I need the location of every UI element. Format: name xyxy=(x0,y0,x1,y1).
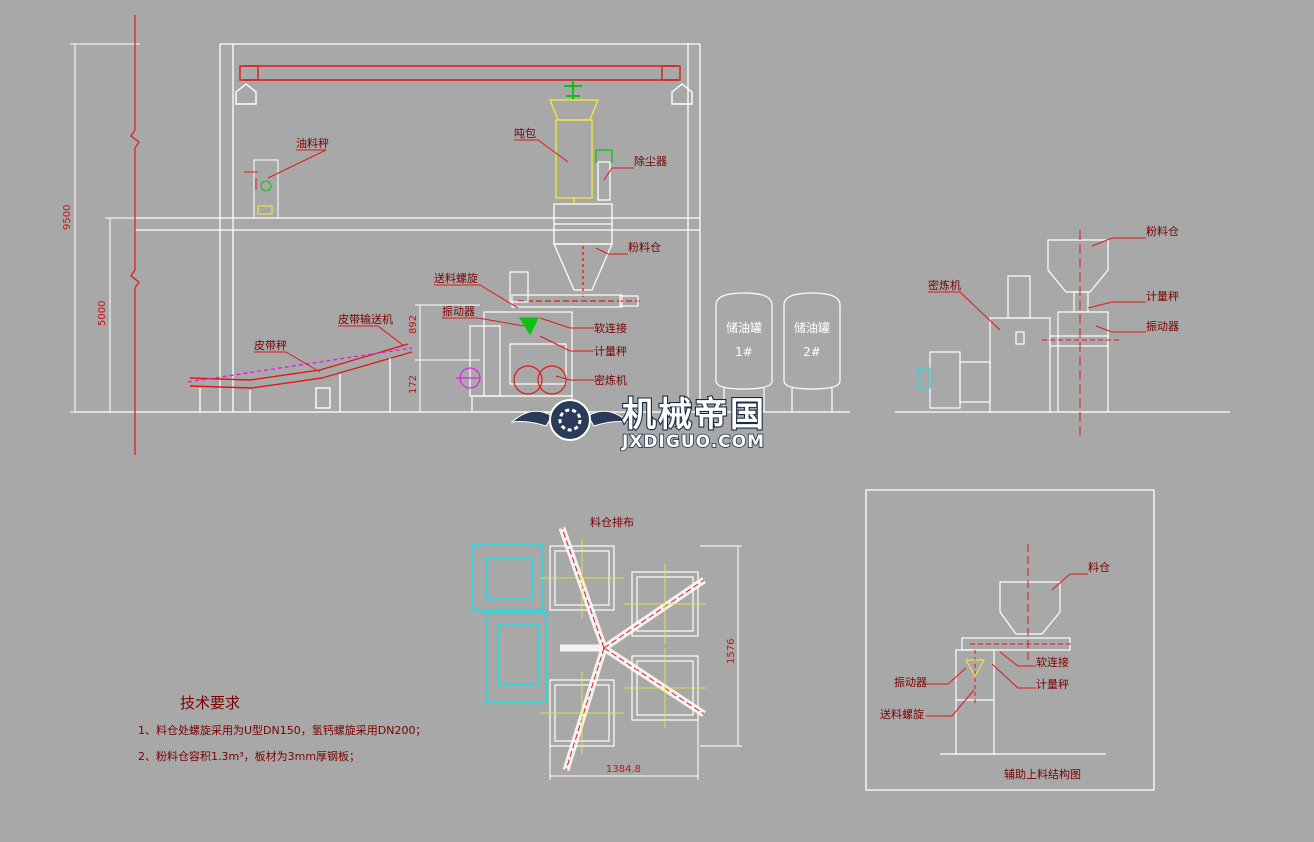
label-aux-soft-connection: 软连接 xyxy=(1036,655,1069,669)
dim-floor-height: 5000 xyxy=(97,301,108,326)
dust-collector xyxy=(595,149,613,201)
oil-tank-1-label: 储油罐 xyxy=(726,320,762,335)
building-frame xyxy=(75,43,850,413)
label-side-vibrator: 振动器 xyxy=(1146,319,1179,333)
overhead-crane xyxy=(235,65,693,105)
oil-tank-1 xyxy=(715,292,773,412)
dim-total-height: 9500 xyxy=(62,205,73,230)
watermark-title: 机械帝国 xyxy=(622,395,766,435)
leader-lines-aux xyxy=(926,573,1088,717)
label-vibrator: 振动器 xyxy=(442,304,475,318)
label-screw-feeder: 送料螺旋 xyxy=(434,271,478,285)
watermark: 机械帝国 JXDIGUO.COM xyxy=(510,394,766,453)
tech-title: 技术要求 xyxy=(180,694,240,712)
oil-tank-1-no: 1# xyxy=(735,345,753,359)
label-mixer: 密炼机 xyxy=(594,373,627,387)
label-dust-collector: 除尘器 xyxy=(634,154,667,168)
powder-bin xyxy=(553,203,613,300)
dim-layout-width: 1384.8 xyxy=(606,764,641,775)
label-powder-bin: 粉料仓 xyxy=(628,240,661,254)
label-belt-conveyor: 皮带输送机 xyxy=(338,312,393,326)
leader-lines-side xyxy=(928,237,1146,333)
screw-feeder-main xyxy=(509,271,640,308)
label-soft-connection: 软连接 xyxy=(594,321,627,335)
leader-lines-main xyxy=(254,139,634,381)
aux-feeding-view: 料仓 软连接 计量秤 振动器 送料螺旋 辅助上料结构图 xyxy=(865,489,1155,791)
dim-892: 892 xyxy=(408,315,419,334)
hoist-hook xyxy=(564,80,582,100)
bin-layout-view: 料仓排布 xyxy=(471,515,742,780)
label-aux-metering-scale: 计量秤 xyxy=(1036,678,1069,691)
label-oil-scale: 油料秤 xyxy=(296,136,329,150)
oil-tank-2-no: 2# xyxy=(803,345,821,359)
mixer-main xyxy=(456,311,573,413)
label-belt-scale: 皮带秤 xyxy=(254,339,287,352)
main-elevation-view: 9500 5000 xyxy=(62,15,850,455)
label-aux-bin: 料仓 xyxy=(1088,560,1110,574)
label-metering-scale: 计量秤 xyxy=(594,345,627,358)
label-ton-bag: 吨包 xyxy=(514,127,536,140)
oil-tank-2-label: 储油罐 xyxy=(794,320,830,335)
aux-frame xyxy=(865,489,1155,791)
tech-item-1: 1、料仓处螺旋采用为U型DN150，氢钙螺旋采用DN200； xyxy=(138,723,426,737)
ton-bag xyxy=(549,99,599,204)
tech-item-2: 2、粉料仓容积1.3m³，板材为3mm厚钢板； xyxy=(138,749,360,763)
label-aux-screw-feeder: 送料螺旋 xyxy=(880,707,924,721)
dimension-lines-left xyxy=(70,43,140,413)
label-side-metering-scale: 计量秤 xyxy=(1146,290,1179,303)
label-aux-caption: 辅助上料结构图 xyxy=(1004,767,1081,781)
watermark-url: JXDIGUO.COM xyxy=(621,432,765,452)
label-side-mixer: 密炼机 xyxy=(928,278,961,292)
label-bin-layout: 料仓排布 xyxy=(590,515,634,529)
plan-mixer xyxy=(471,543,547,703)
dim-layout-height: 1576 xyxy=(726,639,737,664)
technical-requirements: 技术要求 1、料仓处螺旋采用为U型DN150，氢钙螺旋采用DN200； 2、粉料… xyxy=(138,694,426,763)
label-aux-vibrator: 振动器 xyxy=(894,675,927,689)
dim-172: 172 xyxy=(408,375,419,394)
label-side-powder-bin: 粉料仓 xyxy=(1146,224,1179,238)
belt-conveyor xyxy=(187,343,413,412)
watermark-logo xyxy=(510,399,630,441)
oil-tank-2 xyxy=(783,292,841,412)
side-view: 密炼机 粉料仓 计量秤 振动器 xyxy=(895,224,1230,436)
oil-scale xyxy=(244,159,279,219)
